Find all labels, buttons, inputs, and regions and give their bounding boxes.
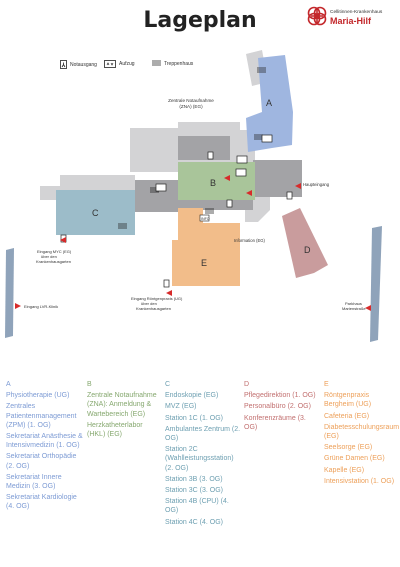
column-b-letter: B	[87, 381, 92, 388]
building-a-letter: A	[266, 98, 272, 108]
building-c-letter: C	[92, 208, 99, 218]
list-item: Cafeteria (EG)	[324, 412, 370, 420]
list-item: Ambulantes Zentrum (2. OG)	[165, 425, 241, 443]
info-badge	[199, 214, 210, 222]
list-item: MVZ (EG)	[165, 403, 197, 411]
column-a-letter: A	[6, 381, 11, 388]
list-item: Sekretariat Innere Medizin (3. OG)	[6, 473, 62, 491]
parking-label-2: Marienstraße	[342, 306, 366, 311]
list-item: Diabetesschulungsraum (EG)	[324, 423, 400, 441]
logo-line-2: Maria-Hilf	[330, 16, 372, 26]
list-item: Station 4C (4. OG)	[165, 518, 223, 526]
list-item: Station 3C (3. OG)	[165, 487, 223, 495]
list-item: Station 2C (Wahlleistungsstation) (2. OG…	[165, 446, 234, 472]
stairs-icon	[152, 60, 161, 66]
list-item: Station 3B (3. OG)	[165, 475, 223, 483]
list-item: Kapelle (EG)	[324, 466, 365, 474]
xray-entrance-label-2: über den	[141, 301, 157, 306]
list-item: Röntgenpraxis Bergheim (UG)	[324, 392, 372, 409]
stairs-markers	[118, 67, 266, 229]
list-item: Grüne Damen (EG)	[324, 455, 385, 463]
hospital-logo: Cellitinnen-Krankenhaus Maria-Hilf	[306, 5, 398, 29]
logo-mark-icon	[307, 6, 327, 26]
list-item: Sekretariat Anästhesie & Intensivmedizin…	[6, 433, 83, 450]
logo-line-1: Cellitinnen-Krankenhaus	[330, 10, 383, 15]
column-d-letter: D	[244, 381, 250, 388]
site-map: A B C D E INFO	[5, 50, 382, 342]
list-item: Physiotherapie (UG)	[6, 392, 70, 400]
column-e: E Röntgenpraxis Bergheim (UG) Cafeteria …	[324, 380, 400, 488]
building-b	[178, 162, 255, 200]
building-b-letter: B	[210, 178, 216, 188]
zna-label-line-2: (ZNA) (EG)	[179, 104, 203, 109]
building-e	[172, 208, 240, 286]
list-item: Sekretariat Orthopädie (2. OG)	[6, 453, 77, 470]
list-item: Personalbüro (2. OG)	[244, 403, 311, 411]
parking-label-1: Parkhaus	[345, 301, 362, 306]
list-item: Sekretariat Kardiologie (4. OG)	[6, 494, 77, 511]
emergency-exit-icon	[60, 60, 67, 69]
legend-stairs: Treppenhaus	[152, 60, 193, 67]
legend-label-stairs: Treppenhaus	[164, 60, 194, 67]
building-e-letter: E	[201, 258, 207, 268]
list-item: Zentrale Notaufnahme (ZNA): Anmeldung & …	[87, 392, 157, 418]
lvr-clinic-strip	[5, 248, 14, 338]
list-item: Herzkatheterlabor (HKL) (EG)	[87, 421, 143, 439]
building-c	[56, 190, 135, 235]
myc-entrance-label-2: über den	[41, 254, 57, 259]
legend-label-elevator: Aufzug	[119, 61, 135, 67]
column-a: A Physiotherapie (UG) Zentrales Patiente…	[6, 380, 84, 514]
connector-buildings	[135, 136, 302, 212]
info-badge-label: INFO	[201, 217, 210, 221]
elevator-icon	[104, 60, 116, 68]
building-d	[282, 208, 328, 278]
elevator-markers	[155, 134, 273, 192]
list-item: Seelsorge (EG)	[324, 444, 373, 452]
information-label: Information (EG)	[234, 238, 266, 243]
myc-entrance-label-1: Eingang MYC (EG)	[37, 249, 72, 254]
myc-entrance-label-3: Krankenhausgarten	[36, 259, 71, 264]
list-item: Konferenzräume (3. OG)	[244, 414, 306, 431]
list-item: Pflegedirektion (1. OG)	[244, 392, 316, 400]
list-item: Endoskopie (EG)	[165, 392, 219, 400]
column-c-letter: C	[165, 381, 171, 388]
parking-strip	[370, 226, 382, 342]
column-c: C Endoskopie (EG) MVZ (EG) Station 1C (1…	[165, 380, 241, 529]
xray-entrance-label-3: Krankenhausgarten	[136, 306, 171, 311]
legend-elevator: Aufzug	[104, 60, 135, 68]
lvr-entrance-label: Eingang LVR-Klinik	[24, 304, 58, 309]
zna-label-line-1: Zentrale Notaufnahme	[168, 98, 214, 103]
list-item: Station 1C (1. OG)	[165, 414, 223, 422]
building-directory: A Physiotherapie (UG) Zentrales Patiente…	[0, 380, 400, 560]
column-d: D Pflegedirektion (1. OG) Personalbüro (…	[244, 380, 320, 434]
column-b: B Zentrale Notaufnahme (ZNA): Anmeldung …	[87, 380, 162, 441]
list-item: Station 4B (CPU) (4. OG)	[165, 498, 229, 515]
building-a	[246, 55, 293, 152]
entrance-arrows	[15, 175, 371, 311]
xray-entrance-label-1: Eingang Röntgenpraxis (UG)	[131, 296, 183, 301]
column-e-letter: E	[324, 381, 329, 388]
list-item: Intensivstation (1. OG)	[324, 477, 395, 485]
list-item: Zentrales Patientenmanagement (ZPM) (1. …	[6, 403, 77, 429]
building-d-letter: D	[304, 245, 311, 255]
main-entrance-label: Haupteingang	[303, 182, 330, 187]
legend-label-emergency-exit: Notausgang	[70, 61, 97, 68]
legend-emergency-exit: Notausgang	[60, 60, 97, 69]
page-title: Lageplan	[143, 8, 257, 33]
